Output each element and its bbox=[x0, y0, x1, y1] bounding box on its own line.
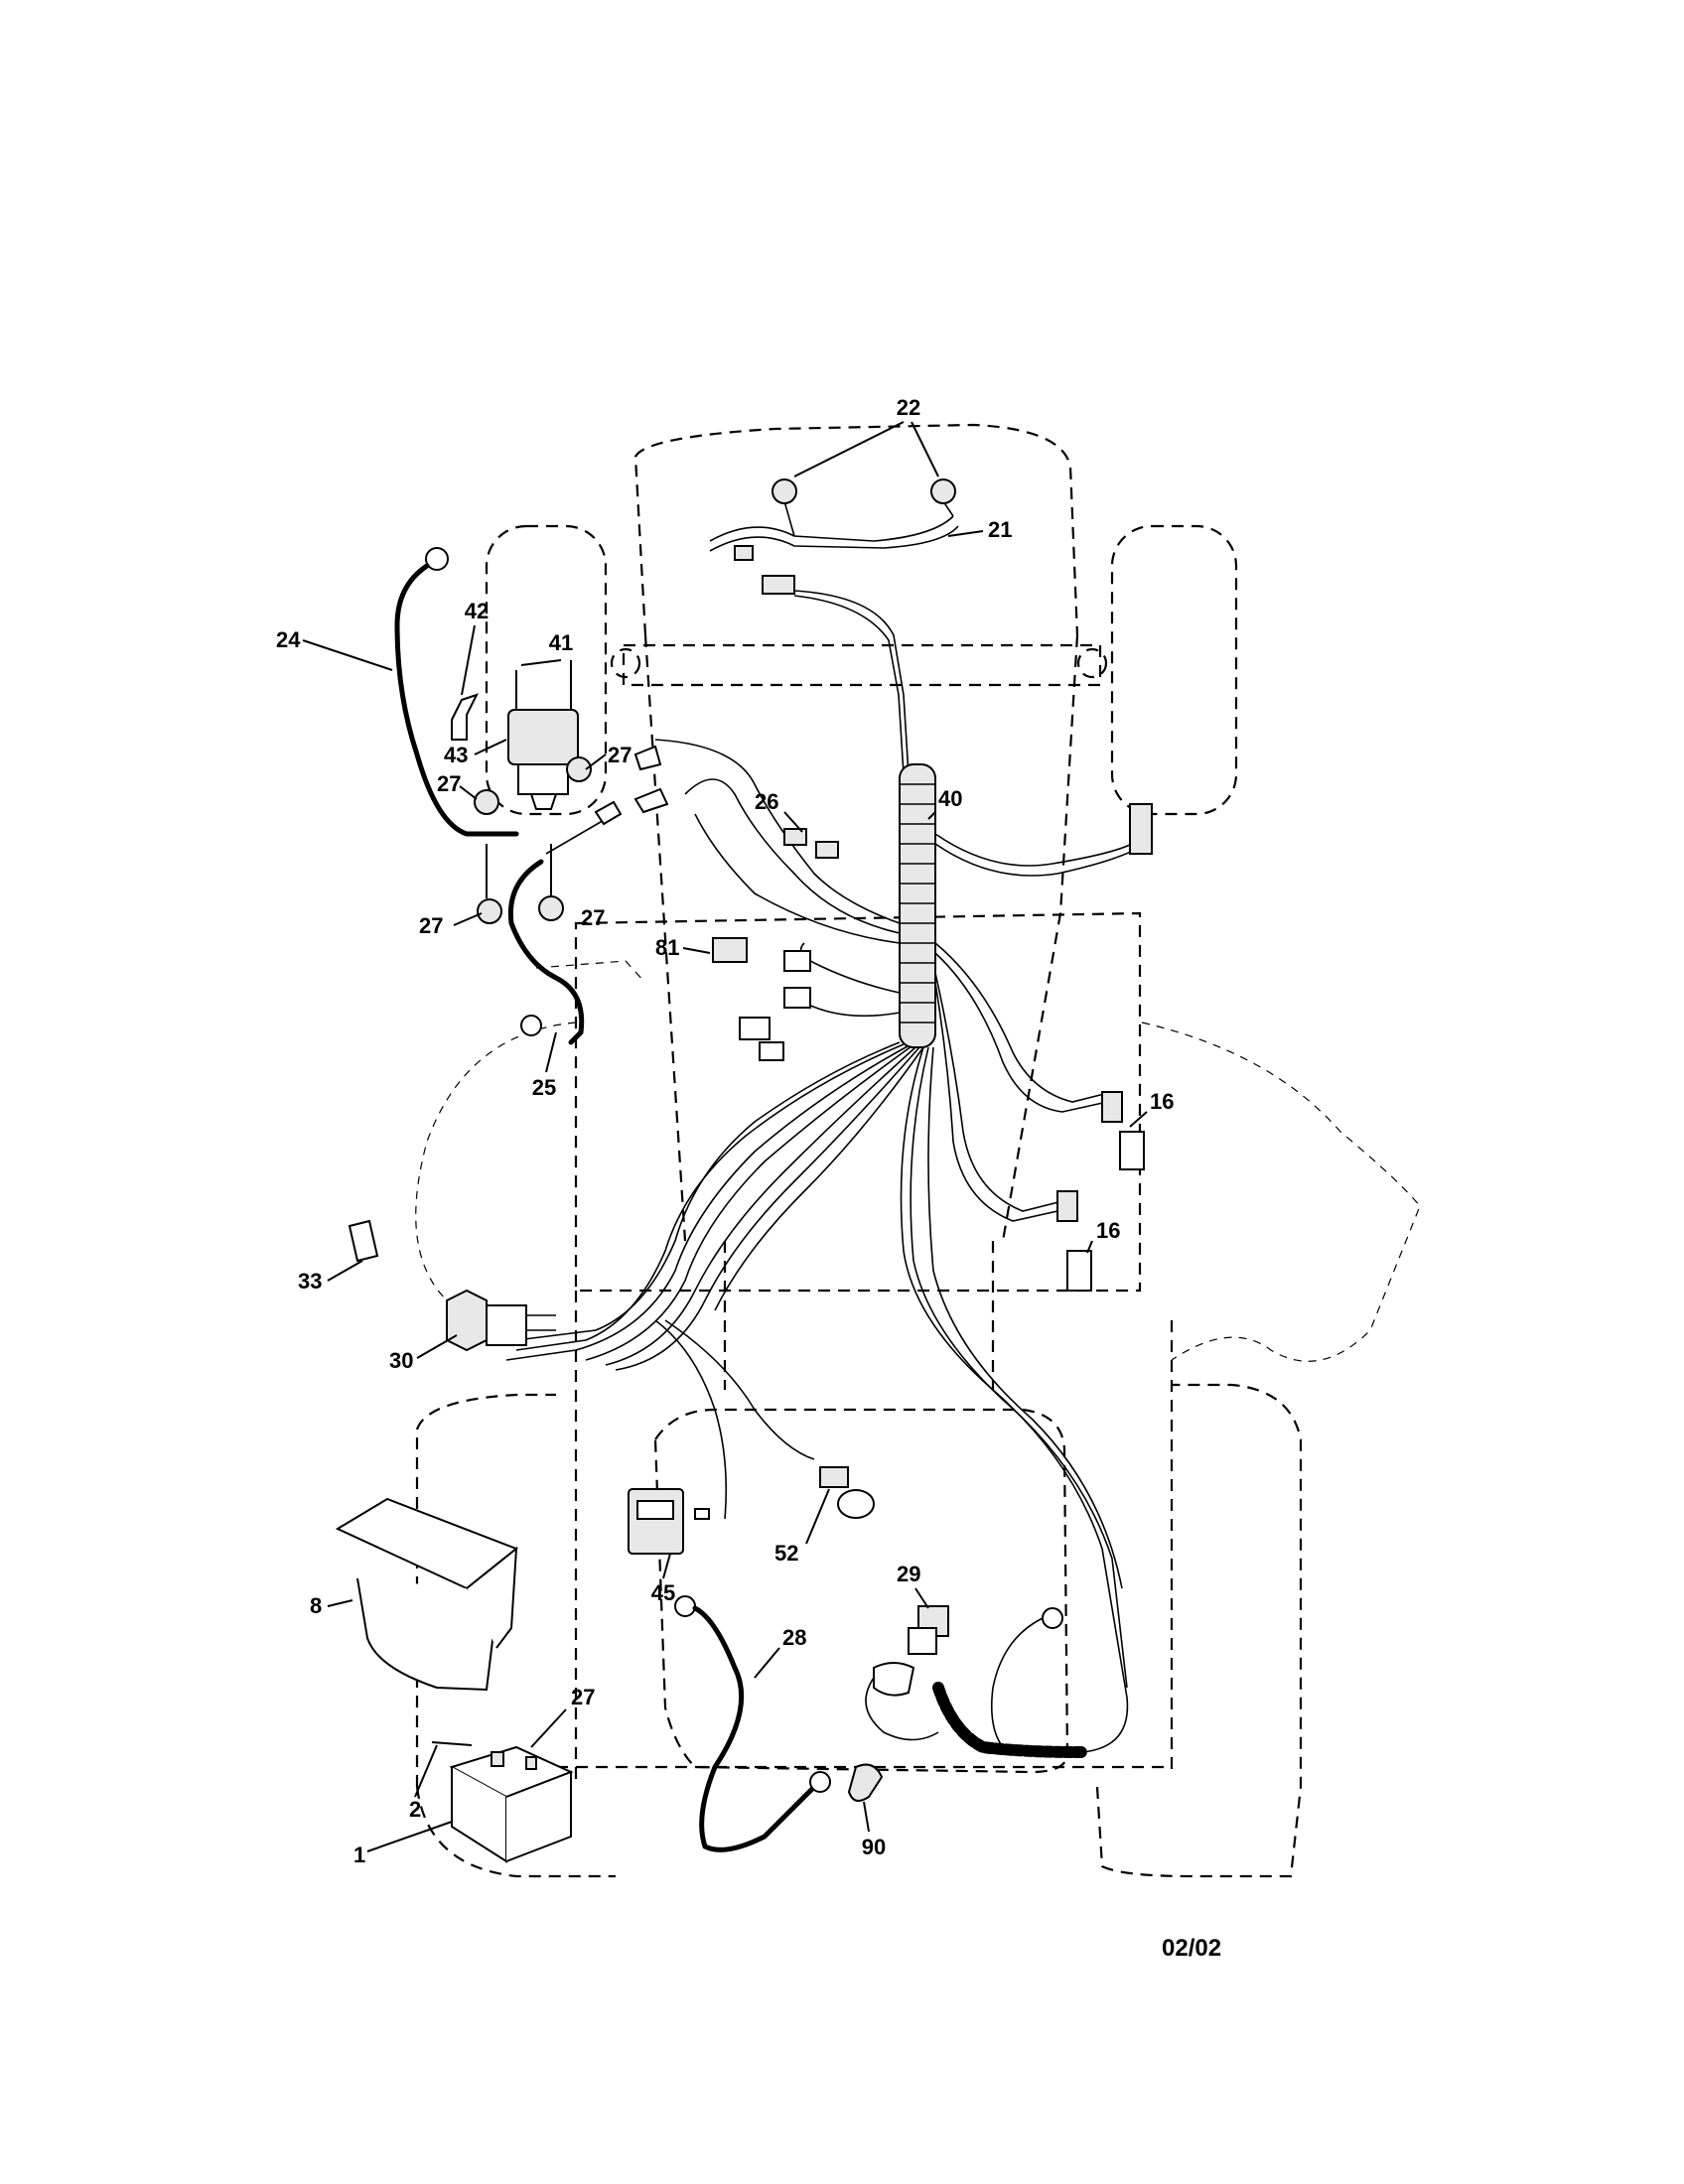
ignition-switch bbox=[446, 1289, 556, 1352]
callout-16-upper: 16 bbox=[1150, 1089, 1174, 1114]
leader-lines bbox=[302, 421, 1148, 1852]
callout-40: 40 bbox=[938, 786, 962, 811]
callout-27-upper-left: 27 bbox=[437, 771, 461, 796]
callout-27-lower-left: 27 bbox=[419, 913, 443, 938]
rear-plug-loom bbox=[865, 1607, 1129, 1758]
callout-30: 30 bbox=[389, 1348, 413, 1373]
battery-box bbox=[335, 1497, 518, 1692]
callout-27-lower-right: 27 bbox=[581, 905, 605, 930]
callout-21: 21 bbox=[988, 517, 1012, 542]
battery-cable-28 bbox=[674, 1595, 831, 1852]
tractor-outline bbox=[415, 423, 1421, 1878]
callout-26: 26 bbox=[755, 789, 778, 814]
battery-cables-upper bbox=[394, 547, 669, 1045]
boot-90 bbox=[847, 1763, 884, 1802]
callout-90: 90 bbox=[862, 1835, 886, 1859]
callout-8: 8 bbox=[310, 1593, 322, 1618]
callout-41: 41 bbox=[549, 630, 573, 655]
callout-28: 28 bbox=[782, 1625, 806, 1650]
callout-27-battery: 27 bbox=[571, 1685, 595, 1709]
hood-side-connector bbox=[1129, 803, 1153, 855]
callout-81: 81 bbox=[655, 935, 679, 960]
callout-33: 33 bbox=[298, 1269, 322, 1294]
headlight-harness bbox=[709, 478, 959, 775]
callout-42: 42 bbox=[465, 599, 489, 623]
callout-22: 22 bbox=[897, 395, 920, 420]
callout-2: 2 bbox=[409, 1797, 421, 1822]
harness-branches bbox=[505, 739, 1143, 1689]
callout-labels: 22 21 24 42 41 43 27 27 27 27 27 26 40 8… bbox=[276, 395, 1174, 1867]
connectors-26-81 bbox=[712, 828, 839, 1061]
date-code: 02/02 bbox=[1162, 1935, 1221, 1962]
part-29 bbox=[908, 1605, 949, 1655]
callout-27-upper-right: 27 bbox=[608, 743, 632, 767]
callout-43: 43 bbox=[444, 743, 468, 767]
hour-meter bbox=[628, 1488, 710, 1555]
callout-25: 25 bbox=[532, 1075, 556, 1100]
part-52 bbox=[819, 1466, 875, 1519]
connectors-16 bbox=[1056, 1091, 1145, 1292]
callout-45: 45 bbox=[651, 1580, 675, 1605]
part-33 bbox=[348, 1219, 379, 1263]
callout-24: 24 bbox=[276, 627, 301, 652]
main-loom bbox=[899, 763, 936, 1048]
solenoid-assembly bbox=[451, 660, 592, 924]
battery bbox=[431, 1741, 574, 1863]
callout-1: 1 bbox=[353, 1843, 365, 1867]
callout-52: 52 bbox=[774, 1541, 798, 1566]
callout-29: 29 bbox=[897, 1562, 920, 1586]
callout-16-lower: 16 bbox=[1096, 1218, 1120, 1243]
